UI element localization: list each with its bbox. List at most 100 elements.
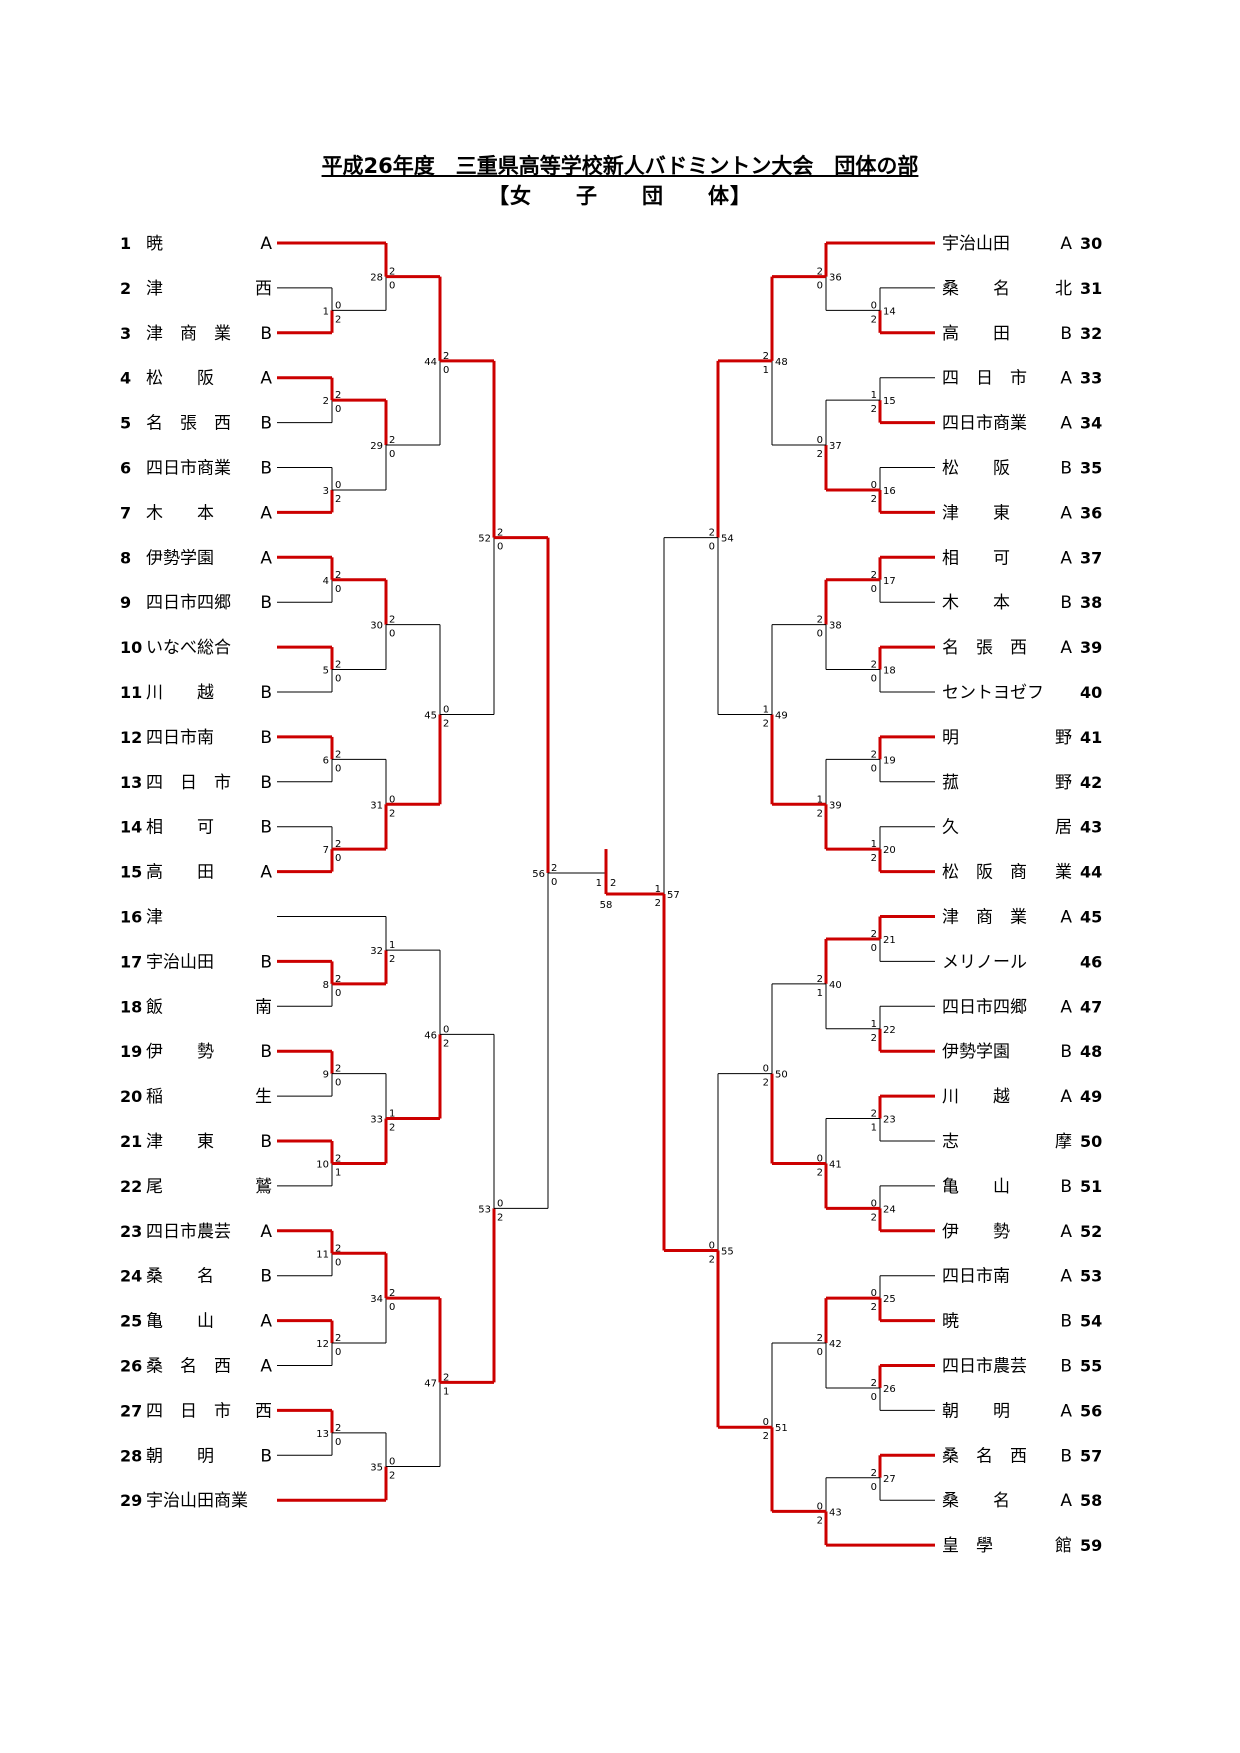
team-number: 56	[1080, 1401, 1102, 1420]
team-name: 宇治山田	[146, 952, 214, 972]
team-name: 松 阪 商	[942, 863, 1027, 883]
match-score: 0	[335, 1078, 341, 1089]
team-name: 四 日 市	[146, 1401, 231, 1421]
team-number: 51	[1080, 1177, 1102, 1196]
team-name: 四日市四郷	[942, 997, 1027, 1017]
team-number: 31	[1080, 279, 1102, 298]
match-number: 6	[323, 755, 329, 766]
team-number: 59	[1080, 1536, 1102, 1555]
team-name: 津 東	[146, 1132, 214, 1152]
team-suffix: 生	[255, 1087, 272, 1107]
match-score: 2	[763, 1431, 769, 1442]
team-suffix: A	[260, 503, 272, 523]
match-number: 24	[883, 1204, 896, 1215]
match-score: 2	[817, 974, 823, 985]
match-score: 2	[817, 1167, 823, 1178]
team-suffix: B	[1060, 593, 1072, 613]
team-name: 朝 明	[942, 1401, 1010, 1421]
match-score: 0	[817, 1501, 823, 1512]
match-score: 2	[389, 267, 395, 278]
match-score: 0	[389, 449, 395, 460]
match-number: 11	[316, 1249, 329, 1260]
team-suffix: A	[260, 1312, 272, 1332]
team-number: 22	[120, 1177, 142, 1196]
match-number: 21	[883, 935, 896, 946]
team-suffix: B	[260, 593, 272, 613]
team-number: 42	[1080, 773, 1102, 792]
match-score: 2	[871, 494, 877, 505]
match-score: 2	[871, 853, 877, 864]
team-suffix: A	[1060, 369, 1072, 389]
team-number: 46	[1080, 952, 1102, 971]
team-name: 津	[146, 908, 163, 928]
team-name: 四 日 市	[146, 773, 231, 793]
team-name: 朝 明	[146, 1446, 214, 1466]
team-name: 暁	[942, 1312, 959, 1332]
team-suffix: A	[1060, 548, 1072, 568]
team-name: 津 東	[942, 503, 1010, 523]
team-name: いなべ総合	[146, 638, 231, 658]
team-name: 四日市南	[146, 728, 214, 748]
match-score: 0	[871, 1198, 877, 1209]
match-score: 2	[871, 1109, 877, 1120]
team-name: 稲	[146, 1087, 163, 1107]
team-suffix: A	[260, 548, 272, 568]
match-score: 1	[389, 940, 395, 951]
match-score: 0	[389, 794, 395, 805]
team-name: 高 田	[146, 863, 214, 883]
team-suffix: A	[1060, 503, 1072, 523]
team-number: 25	[120, 1312, 142, 1331]
match-number: 55	[721, 1246, 734, 1257]
team-number: 2	[120, 279, 131, 298]
match-number: 42	[829, 1339, 842, 1350]
match-number: 15	[883, 396, 896, 407]
match-number: 33	[370, 1115, 383, 1126]
match-score: 2	[817, 808, 823, 819]
match-score: 2	[655, 898, 661, 909]
team-suffix: B	[260, 773, 272, 793]
match-score: 0	[817, 1153, 823, 1164]
team-name: 高 田	[942, 324, 1010, 344]
team-number: 27	[120, 1401, 142, 1420]
match-score: 2	[817, 1333, 823, 1344]
match-number: 41	[829, 1159, 842, 1170]
match-score: 2	[389, 435, 395, 446]
team-name: 桑 名	[146, 1267, 214, 1287]
match-score: 2	[335, 660, 341, 671]
team-number: 43	[1080, 818, 1102, 837]
match-number: 31	[370, 800, 383, 811]
match-score: 2	[335, 390, 341, 401]
team-number: 8	[120, 548, 131, 567]
page-title: 平成26年度 三重県高等学校新人バドミントン大会 団体の部	[321, 154, 919, 178]
match-number: 4	[323, 576, 329, 587]
match-number: 28	[370, 273, 383, 284]
team-name: メリノール	[942, 952, 1027, 972]
team-name: 久	[942, 818, 959, 838]
team-suffix: A	[1060, 1401, 1072, 1421]
match-number: 29	[370, 441, 383, 452]
team-suffix: A	[1060, 1267, 1072, 1287]
match-score: 0	[871, 300, 877, 311]
match-score: 2	[871, 1378, 877, 1389]
match-score: 1	[817, 794, 823, 805]
team-suffix: A	[260, 1357, 272, 1377]
team-number: 48	[1080, 1042, 1102, 1061]
match-number: 49	[775, 710, 788, 721]
match-number: 45	[424, 710, 437, 721]
team-number: 39	[1080, 638, 1102, 657]
team-number: 4	[120, 369, 131, 388]
match-score: 2	[443, 351, 449, 362]
match-number: 32	[370, 946, 383, 957]
team-name: 津 商 業	[146, 324, 231, 344]
match-score: 0	[497, 1198, 503, 1209]
team-name: 木 本	[942, 593, 1010, 613]
team-name: 津	[146, 279, 163, 299]
team-suffix: 館	[1055, 1536, 1072, 1556]
team-suffix: B	[260, 1042, 272, 1062]
match-score: 1	[763, 365, 769, 376]
match-score: 0	[335, 480, 341, 491]
match-score: 2	[871, 1212, 877, 1223]
match-number: 20	[883, 845, 896, 856]
team-number: 55	[1080, 1357, 1102, 1376]
